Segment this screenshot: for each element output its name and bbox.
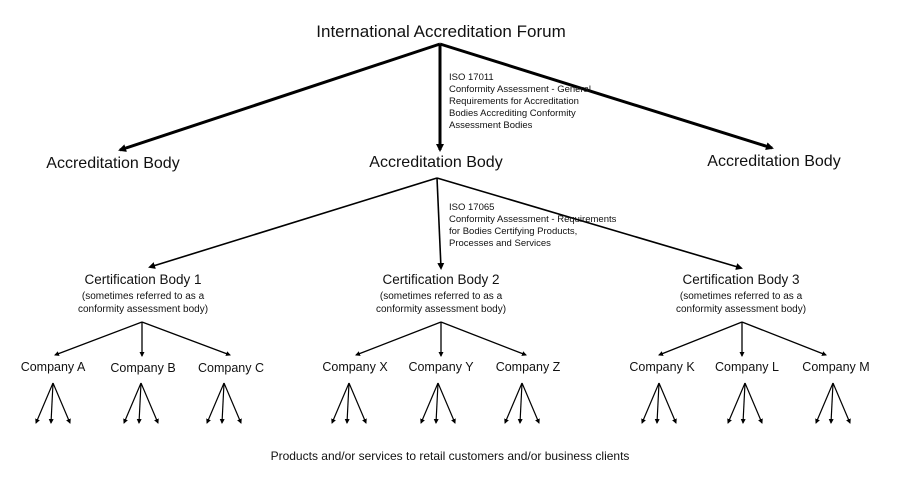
cb-arrows bbox=[54, 321, 827, 357]
arrow-ab-to-cb3 bbox=[436, 177, 743, 270]
iso-17065-annotation: ISO 17065 Conformity Assessment - Requir… bbox=[449, 202, 616, 250]
output-arrow bbox=[52, 382, 71, 424]
output-arrow bbox=[437, 382, 456, 424]
output-arrow bbox=[136, 382, 142, 424]
certification-body-1-name: Certification Body 1 bbox=[84, 272, 202, 287]
output-arrow bbox=[223, 382, 242, 424]
output-arrow bbox=[517, 382, 523, 424]
arrow-iaf-to-ab3 bbox=[439, 42, 774, 151]
iso-17011-code: ISO 17011 bbox=[449, 72, 494, 83]
output-arrow bbox=[219, 382, 225, 424]
certification-body-3: Certification Body 3 (sometimes referred… bbox=[676, 272, 806, 316]
certification-body-3-name: Certification Body 3 bbox=[682, 272, 800, 287]
iso-17011-description: Conformity Assessment - General Requirem… bbox=[449, 83, 592, 131]
company-l: Company L bbox=[715, 360, 779, 374]
output-arrow bbox=[348, 382, 367, 424]
certification-body-2-note: (sometimes referred to as a conformity a… bbox=[375, 291, 507, 315]
company-c: Company C bbox=[198, 361, 264, 375]
arrow-cb2-to-company-x bbox=[355, 321, 442, 356]
output-arrow bbox=[815, 382, 834, 424]
iso-17065-description: Conformity Assessment - Requirements for… bbox=[449, 213, 617, 249]
company-x: Company X bbox=[322, 360, 388, 374]
company-m: Company M bbox=[802, 360, 870, 374]
arrow-ab-to-cb1 bbox=[148, 177, 438, 269]
output-arrow bbox=[420, 382, 439, 424]
output-arrow bbox=[727, 382, 746, 424]
diagram-title: International Accreditation Forum bbox=[316, 22, 566, 41]
arrow-iaf-to-ab1 bbox=[118, 42, 441, 152]
iso-17011-annotation: ISO 17011 Conformity Assessment - Genera… bbox=[449, 72, 591, 131]
output-arrow bbox=[828, 382, 834, 424]
output-arrow bbox=[48, 382, 54, 424]
company-k: Company K bbox=[629, 360, 695, 374]
accreditation-body-2: Accreditation Body bbox=[369, 154, 503, 171]
ab-arrows bbox=[148, 177, 743, 270]
arrow-ab-to-cb2 bbox=[436, 177, 445, 270]
company-y: Company Y bbox=[408, 360, 474, 374]
output-arrow bbox=[658, 382, 677, 424]
certification-body-3-note: (sometimes referred to as a conformity a… bbox=[675, 291, 807, 315]
output-arrow bbox=[744, 382, 763, 424]
accreditation-body-3: Accreditation Body bbox=[707, 153, 841, 170]
output-arrow bbox=[344, 382, 350, 424]
output-arrow bbox=[521, 382, 540, 424]
company-z: Company Z bbox=[495, 360, 561, 374]
certification-body-2-name: Certification Body 2 bbox=[382, 272, 500, 287]
accreditation-body-1: Accreditation Body bbox=[46, 155, 180, 172]
output-arrow bbox=[140, 382, 159, 424]
output-arrow bbox=[123, 382, 142, 424]
iaf-arrows bbox=[118, 42, 774, 152]
output-arrow bbox=[35, 382, 54, 424]
arrow-cb1-to-company-a bbox=[54, 321, 143, 356]
output-arrow bbox=[740, 382, 746, 424]
certification-body-1-note: (sometimes referred to as a conformity a… bbox=[77, 291, 209, 315]
arrow-cb3-to-company-m bbox=[741, 321, 827, 356]
output-arrow bbox=[504, 382, 523, 424]
output-arrow bbox=[433, 382, 439, 424]
arrow-cb2-to-company-z bbox=[440, 321, 527, 356]
arrow-cb1-to-company-c bbox=[141, 321, 231, 356]
certification-body-2: Certification Body 2 (sometimes referred… bbox=[376, 272, 506, 316]
products-services-caption: Products and/or services to retail custo… bbox=[270, 449, 630, 463]
company-a: Company A bbox=[20, 360, 86, 374]
output-arrow bbox=[641, 382, 660, 424]
output-arrow bbox=[206, 382, 225, 424]
output-arrow bbox=[654, 382, 660, 424]
company-b: Company B bbox=[110, 361, 176, 375]
company-output-arrows bbox=[35, 382, 851, 424]
output-arrow bbox=[331, 382, 350, 424]
output-arrow bbox=[832, 382, 851, 424]
arrow-cb3-to-company-k bbox=[658, 321, 743, 356]
certification-body-1: Certification Body 1 (sometimes referred… bbox=[78, 272, 208, 316]
iso-17065-code: ISO 17065 bbox=[449, 202, 495, 213]
